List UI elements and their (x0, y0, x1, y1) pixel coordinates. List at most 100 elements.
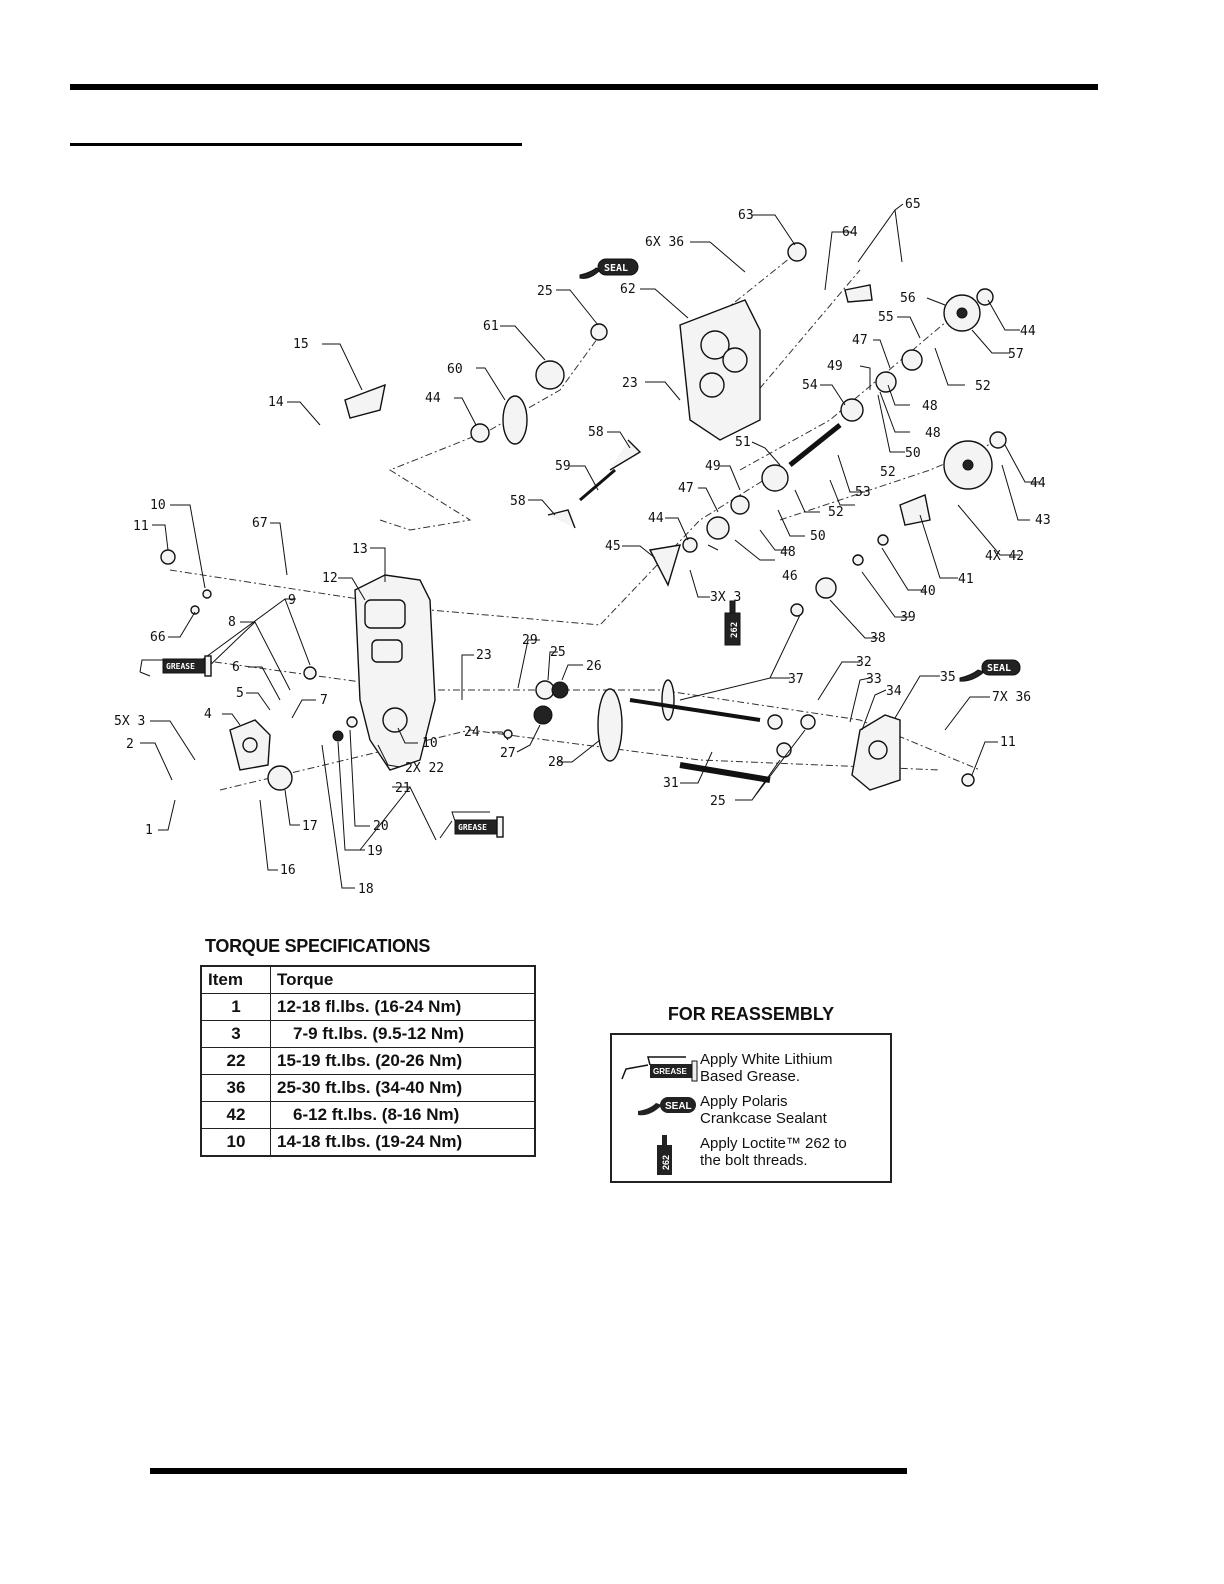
torque-item: 22 (200, 1047, 271, 1075)
callout-5: 5 (236, 686, 244, 701)
callout-8: 8 (228, 615, 236, 630)
callout-25c: 25 (710, 794, 726, 809)
torque-header-item: Item (200, 965, 271, 994)
callout-67: 67 (252, 516, 268, 531)
callout-58b: 58 (510, 494, 526, 509)
callout-15: 15 (293, 337, 309, 352)
callout-60: 60 (447, 362, 463, 377)
callout-35: 35 (940, 670, 956, 685)
sealant-tube-icon: SEAL (638, 1097, 696, 1116)
callout-6: 6 (232, 660, 240, 675)
callout-10b: 10 (422, 736, 438, 751)
callout-14: 14 (268, 395, 284, 410)
callout-25b: 25 (550, 645, 566, 660)
callout-23b: 23 (476, 648, 492, 663)
sealant-tube-icon-label: SEAL (665, 1101, 692, 1112)
callout-29: 29 (522, 633, 538, 648)
loctite-bottle-icon-label: 262 (730, 622, 740, 638)
callout-48a: 48 (922, 399, 938, 414)
callout-3x3: 3X 3 (710, 590, 741, 605)
shift-rod (579, 468, 616, 502)
callout-16: 16 (280, 863, 296, 878)
torque-item: 42 (200, 1101, 271, 1129)
callout-55: 55 (878, 310, 894, 325)
torque-value: 6-12 ft.lbs. (8-16 Nm) (270, 1101, 536, 1129)
callout-34: 34 (886, 684, 902, 699)
callout-17: 17 (302, 819, 318, 834)
grease-gun-icon-left: GREASE (139, 655, 212, 677)
callout-64: 64 (842, 225, 858, 240)
torque-value: 25-30 ft.lbs. (34-40 Nm) (270, 1074, 536, 1102)
loctite-bottle-icon-legend-label: 262 (661, 1155, 671, 1170)
callout-4: 4 (204, 707, 212, 722)
callout-44b: 44 (425, 391, 441, 406)
torque-value: 14-18 ft.lbs. (19-24 Nm) (270, 1128, 536, 1157)
footer-rule-thick (150, 1468, 907, 1474)
grease-gun-icon-bottom-label: GREASE (458, 823, 487, 832)
callout-53: 53 (855, 485, 871, 500)
callout-12: 12 (322, 571, 338, 586)
callout-41: 41 (958, 572, 974, 587)
callout-46: 46 (782, 569, 798, 584)
grease-gun-icon-left-label: GREASE (166, 662, 195, 671)
callout-47b: 47 (678, 481, 694, 496)
torque-item: 1 (200, 993, 271, 1021)
callout-21: 21 (395, 781, 411, 796)
case-cover-right (679, 299, 761, 441)
end-cover (851, 714, 901, 791)
callout-59: 59 (555, 459, 571, 474)
callout-33: 33 (866, 672, 882, 687)
torque-item: 10 (200, 1128, 271, 1157)
reassembly-title: FOR REASSEMBLY (667, 1004, 835, 1024)
callout-49a: 49 (827, 359, 843, 374)
callout-28: 28 (548, 755, 564, 770)
callout-5x3: 5X 3 (114, 714, 145, 729)
header-rule-thick (70, 84, 1098, 90)
callout-7: 7 (320, 693, 328, 708)
legend-loctite: 262 Apply Loctite™ 262 to the bolt threa… (612, 1133, 890, 1175)
callout-58a: 58 (588, 425, 604, 440)
callout-52b: 52 (880, 465, 896, 480)
callout-23a: 23 (622, 376, 638, 391)
callout-7x36: 7X 36 (992, 690, 1031, 705)
legend-seal-text: Apply Polaris Crankcase Sealant (700, 1093, 827, 1127)
callout-24: 24 (464, 725, 480, 740)
grease-gun-icon-label: GREASE (653, 1067, 687, 1076)
callout-49b: 49 (705, 459, 721, 474)
grease-gun-icon-bottom: GREASE (439, 811, 504, 839)
legend-grease-text: Apply White Lithium Based Grease. (700, 1051, 833, 1085)
torque-value: 15-19 ft.lbs. (20-26 Nm) (270, 1047, 536, 1075)
callout-54: 54 (802, 378, 818, 393)
callout-44c: 44 (648, 511, 664, 526)
torque-header-row: Item Torque (200, 965, 536, 994)
seal-icon-right: SEAL (959, 659, 1021, 682)
callout-13: 13 (352, 542, 368, 557)
callout-44d: 44 (1030, 476, 1046, 491)
callout-37: 37 (788, 672, 804, 687)
callout-66: 66 (150, 630, 166, 645)
callout-52c: 52 (828, 505, 844, 520)
callout-63: 63 (738, 208, 754, 223)
loctite-bottle-icon-legend: 262 (657, 1135, 672, 1175)
grease-gun-icon: GREASE (621, 1056, 698, 1082)
callout-40: 40 (920, 584, 936, 599)
leader-lines (140, 203, 1040, 889)
callout-26: 26 (586, 659, 602, 674)
callout-61: 61 (483, 319, 499, 334)
torque-item: 3 (200, 1020, 271, 1048)
gearcase-housing (354, 574, 436, 771)
callout-20: 20 (373, 819, 389, 834)
callout-56: 56 (900, 291, 916, 306)
seal-icon-right-label: SEAL (987, 663, 1011, 674)
callout-50b: 50 (810, 529, 826, 544)
callout-48c: 48 (780, 545, 796, 560)
torque-item: 36 (200, 1074, 271, 1102)
torque-value: 12-18 fl.lbs. (16-24 Nm) (270, 993, 536, 1021)
callout-31: 31 (663, 776, 679, 791)
legend-grease: GREASE Apply White Lithium Based Grease. (612, 1049, 890, 1089)
callout-11a: 11 (133, 519, 149, 534)
